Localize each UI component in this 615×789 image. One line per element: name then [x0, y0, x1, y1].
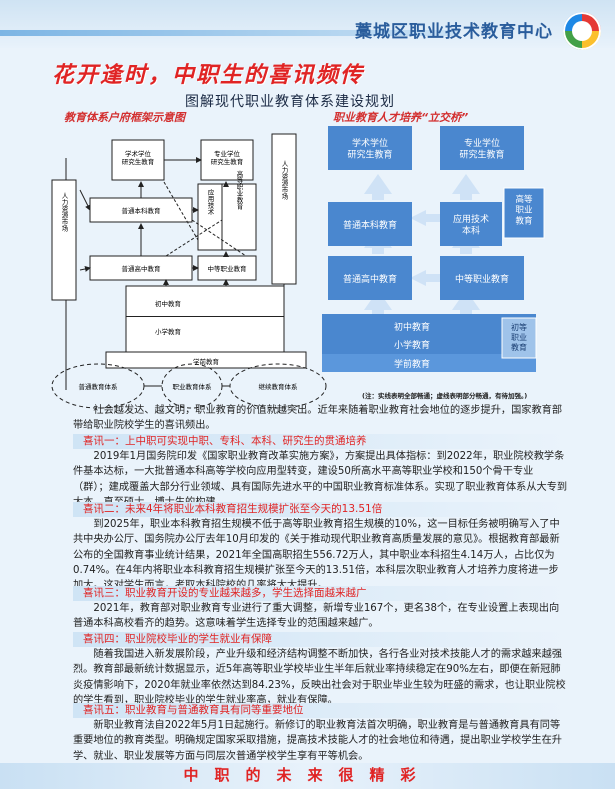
right-grad-label: 学术学位研究生教育 [347, 137, 392, 160]
right-pro-grad-box [440, 126, 524, 170]
up-arrow-1 [364, 174, 392, 200]
school-logo-icon [563, 12, 601, 50]
diagram-note: (注：实线表明全部畅通；虚线表明部分畅通，有待加强。) [362, 392, 528, 400]
right-preschool-label: 学前教育 [394, 358, 430, 370]
up-arrow-5 [364, 290, 392, 316]
left-voc-college-label: 高等职业教育 [235, 169, 243, 211]
vocational-system-label: 职业教育体系 [173, 382, 213, 391]
left-labor-market-label: 人力资源市场 [60, 192, 68, 233]
talent-overpass-diagram: 学术学位研究生教育 专业学位研究生教育 普通本科教育 应用技术本科 高等职业教育… [322, 126, 545, 372]
right-primary-voc-box [501, 317, 537, 359]
basic-education-box [125, 285, 285, 353]
labor-market-left-box [51, 179, 77, 301]
right-bachelor-label: 普通本科教育 [343, 219, 397, 231]
labor-market-right-box [271, 133, 297, 285]
news3-body: 2021年，教育部对职业教育专业进行了重大调整，新增专业167个，更名38个，在… [73, 603, 560, 630]
right-higher-voc-label: 高等职业教育 [515, 194, 533, 226]
right-primary-voc-label: 初等职业教育 [511, 322, 527, 352]
news1-body: 2019年1月国务院印发《国家职业教育改革实施方案》，方案提出具体指标：到202… [73, 451, 568, 508]
header-band [0, 0, 615, 48]
left-diagram-subtitle: 教育体系户府框架示意图 [64, 111, 185, 124]
education-system-framework-diagram: 学术学位研究生教育 专业学位研究生教育 普通本科教育 应用技术 高等职业教育 普… [51, 133, 327, 409]
diagram-title: 图解现代职业教育体系建设规划 [185, 94, 395, 110]
continuing-system-label: 继续教育体系 [259, 382, 299, 391]
general-system-label: 普通教育体系 [79, 382, 119, 391]
right-pro-grad-label: 专业学位研究生教育 [459, 137, 504, 160]
right-sec-voc-box [440, 256, 524, 300]
news4-body: 随着我国进入新发展阶段，产业升级和经济结构调整不断加快，各行各业对技术技能人才的… [73, 649, 566, 706]
footer-slogan: 中职的未来很精彩 [183, 766, 432, 784]
news5-body: 新职业教育法自2022年5月1日起施行。新修订的职业教育法首次明确，职业教育是与… [73, 720, 562, 762]
page-headline: 花开逢时，中职生的喜讯频传 [52, 63, 365, 88]
news1-title: 喜讯一：上中职可实现中职、专科、本科、研究生的贯通培养 [73, 434, 568, 449]
preschool-box [105, 351, 307, 369]
right-primary-label: 小学教育 [394, 339, 430, 351]
right-applied-label: 应用技术本科 [453, 213, 489, 236]
left-high-label: 普通高中教育 [122, 264, 162, 273]
news2-body: 到2025年，职业本科教育招生规模不低于高等职业教育招生规模的10%，这一目标任… [73, 519, 560, 591]
left-bachelor-label: 普通本科教育 [122, 206, 162, 215]
right-high-label: 普通高中教育 [343, 273, 397, 285]
left-sec-voc-label: 中等职业教育 [208, 264, 248, 273]
left-junior-label: 初中教育 [155, 299, 182, 308]
right-labor-market-label: 人力资源市场 [280, 160, 288, 201]
right-applied-box [440, 202, 502, 246]
news3-title: 喜讯三：职业教育开设的专业越来越多，学生选择面越来越广 [73, 586, 568, 601]
left-grad-label: 学术学位研究生教育 [122, 149, 155, 166]
right-junior-label: 初中教育 [394, 321, 430, 333]
news5-title: 喜讯五：职业教育与普通教育具有同等重要地位 [73, 703, 568, 718]
professional-graduate-box [200, 139, 254, 181]
right-bachelor-box [328, 202, 412, 246]
left-applied-label: 应用技术 [206, 188, 214, 217]
applied-tech-box [197, 183, 223, 251]
general-bachelor-box [89, 197, 193, 223]
left-primary-label: 小学教育 [155, 327, 182, 336]
right-higher-voc-box [503, 187, 545, 239]
footer-band [0, 763, 615, 789]
academic-graduate-box [111, 139, 165, 181]
left-pro-grad-label: 专业学位研究生教育 [211, 149, 244, 166]
up-arrow-6 [452, 290, 480, 316]
news2-title: 喜讯二：未来4年将职业本科教育招生规模扩张至今天的13.51倍 [73, 502, 568, 517]
vocational-college-box [221, 183, 257, 251]
right-high-box [328, 256, 412, 300]
org-name: 藁城区职业技术教育中心 [355, 22, 553, 42]
article-intro: 社会越发达、越文明，职业教育的价值就越突出。近年来随着职业教育社会地位的逐步提升… [73, 405, 563, 432]
up-arrow-2 [452, 174, 480, 200]
right-sec-voc-label: 中等职业教育 [455, 273, 509, 285]
header-ribbon [0, 30, 460, 36]
right-grad-box [328, 126, 412, 170]
left-preschool-label: 学前教育 [193, 357, 220, 366]
right-diagram-subtitle: 职业教育人才培养“立交桥” [333, 111, 469, 124]
news4-title: 喜讯四：职业院校毕业的学生就业有保障 [73, 632, 568, 647]
